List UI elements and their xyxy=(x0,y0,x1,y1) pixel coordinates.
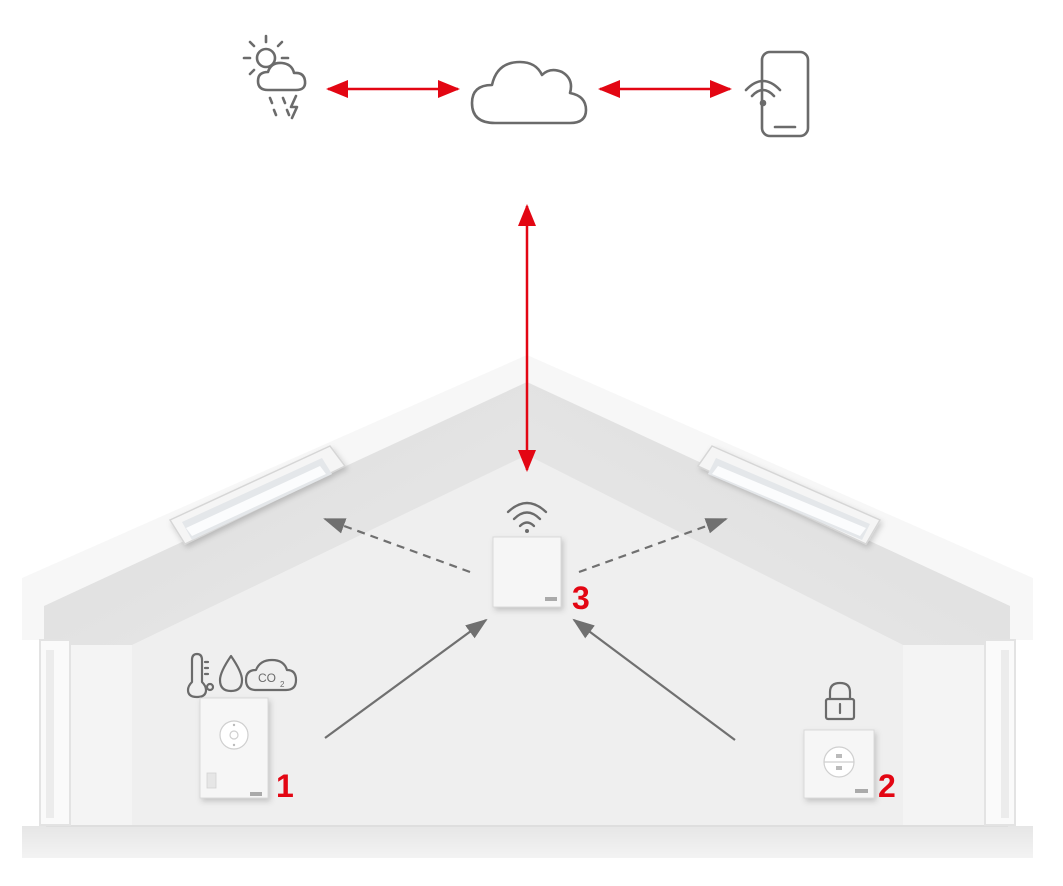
house-cross-section xyxy=(22,355,1033,858)
thermometer-icon xyxy=(186,652,215,699)
wifi-signal-icon xyxy=(506,501,548,533)
side-window-left xyxy=(39,639,71,826)
roof-window-right xyxy=(696,445,882,545)
water-drop-icon xyxy=(218,654,244,693)
arrow-sensor2-hub xyxy=(572,618,736,741)
co2-cloud-icon: CO 2 xyxy=(244,658,298,692)
sensor-device-1 xyxy=(199,697,269,799)
side-wall-right xyxy=(903,645,1008,826)
co2-text: CO xyxy=(258,671,276,685)
device-label-2: 2 xyxy=(878,768,896,804)
weather-sun-cloud-rain-icon xyxy=(242,34,307,120)
dashed-arrow-hub-right-window xyxy=(578,517,728,574)
device-label-3: 3 xyxy=(572,580,590,616)
floor xyxy=(22,826,1033,858)
side-window-right xyxy=(984,639,1016,826)
sensor-device-2 xyxy=(803,729,875,799)
ceiling-right xyxy=(527,382,1010,645)
smartphone-wifi-icon xyxy=(744,50,810,138)
co2-subscript: 2 xyxy=(280,680,285,689)
roof-window-left xyxy=(168,445,347,545)
dashed-arrow-hub-left-window xyxy=(323,517,471,574)
ceiling-left xyxy=(44,382,527,645)
cloud-icon xyxy=(470,60,588,125)
device-label-1: 1 xyxy=(276,768,294,804)
padlock-icon xyxy=(824,681,856,721)
hub-device xyxy=(492,536,562,608)
back-wall xyxy=(132,455,903,826)
arrow-sensor1-hub xyxy=(324,618,488,739)
